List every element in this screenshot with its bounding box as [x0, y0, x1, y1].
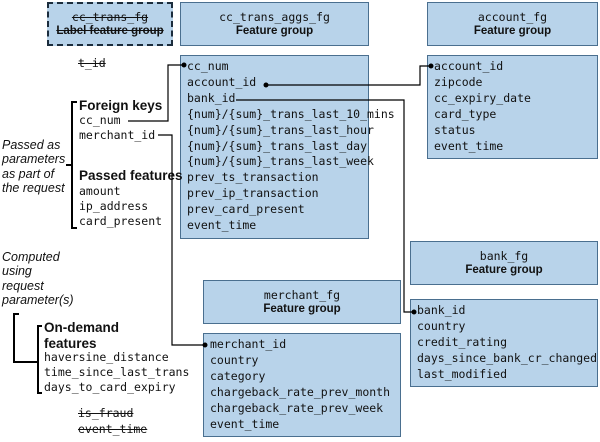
on-demand-heading-1: On-demand — [44, 320, 120, 335]
field: prev_ts_transaction — [187, 170, 319, 185]
passed-bracket — [71, 101, 77, 229]
cc-num-connector — [128, 64, 184, 122]
field: {num}/{sum}_trans_last_10_mins — [187, 106, 395, 121]
on-demand-time-since: time_since_last_trans — [44, 365, 190, 379]
field: event_time — [210, 416, 280, 431]
cc-trans-aggs-fg-fields: cc_num account_id bank_id {num}/{sum}_tr… — [180, 55, 395, 239]
cc-trans-aggs-fg-label: Feature group — [235, 25, 314, 37]
field: country — [210, 352, 259, 367]
account-fg-fields: account_id zipcode cc_expiry_date card_t… — [427, 55, 598, 159]
computed-line-4: parameter(s) — [2, 293, 74, 307]
on-demand-days-to-expiry: days_to_card_expiry — [44, 380, 176, 394]
label-fg-label: Label feature group — [56, 25, 164, 37]
field: account_id — [434, 59, 504, 73]
foreign-key-merchant-id: merchant_id — [79, 128, 156, 142]
passed-as-line-4: the request — [2, 181, 65, 195]
bank-id-dot-target — [411, 309, 417, 315]
computed-line-3: request — [2, 279, 44, 293]
field: chargeback_rate_prev_week — [210, 400, 384, 415]
field: card_type — [434, 106, 497, 121]
bank-fg-fields: bank_id country credit_rating days_since… — [410, 299, 598, 387]
bank-fg-name: bank_fg — [479, 249, 529, 263]
merchant-fg-name: merchant_fg — [263, 288, 341, 302]
merchant-fg-label: Feature group — [263, 303, 341, 315]
account-fg-header: account_fg Feature group — [427, 2, 598, 46]
field: chargeback_rate_prev_month — [210, 384, 391, 399]
field: cc_expiry_date — [434, 90, 531, 105]
field: cc_num — [187, 59, 229, 73]
on-demand-bracket — [37, 325, 42, 394]
merchant-fg-fields: merchant_id country category chargeback_… — [203, 333, 401, 437]
passed-as-line-3: as part of — [2, 167, 55, 181]
computed-line-1: Computed — [2, 250, 60, 264]
on-demand-heading-2: features — [44, 336, 97, 351]
merchant-id-connector — [158, 134, 205, 346]
field: prev_ip_transaction — [187, 186, 319, 201]
field: event_time — [187, 218, 257, 233]
field: country — [417, 318, 466, 333]
passed-feature-ip-address: ip_address — [79, 199, 149, 213]
field: status — [434, 122, 476, 137]
cc-trans-aggs-fg-name: cc_trans_aggs_fg — [219, 10, 330, 24]
passed-as-line-1: Passed as — [2, 138, 61, 152]
field: category — [210, 368, 266, 383]
field: bank_id — [187, 90, 236, 105]
account-fg-name: account_fg — [477, 10, 548, 24]
field: merchant_id — [210, 337, 287, 351]
label-feature-group-box: cc_trans_fg Label feature group — [47, 2, 173, 46]
field: zipcode — [434, 74, 483, 89]
computed-line-2: using — [2, 264, 32, 278]
account-id-connector — [266, 65, 431, 86]
field: bank_id — [417, 303, 466, 317]
foreign-keys-heading: Foreign keys — [79, 98, 163, 113]
is-fraud-label: is_fraud — [78, 406, 134, 420]
passed-features-heading: Passed features — [79, 168, 183, 183]
bank-fg-header: bank_fg Feature group — [410, 241, 598, 285]
account-id-dot — [263, 82, 269, 88]
account-id-dot-target — [428, 63, 434, 69]
field: {num}/{sum}_trans_last_week — [187, 154, 374, 169]
on-demand-haversine: haversine_distance — [44, 350, 169, 364]
field: last_modified — [417, 366, 508, 381]
field: {num}/{sum}_trans_last_hour — [187, 122, 374, 137]
account-fg-label: Feature group — [473, 25, 552, 37]
event-time-label: event_time — [78, 422, 148, 436]
computed-bracket — [13, 313, 19, 363]
field: account_id — [187, 74, 257, 89]
merchant-fg-header: merchant_fg Feature group — [203, 280, 401, 324]
field: {num}/{sum}_trans_last_day — [187, 138, 368, 153]
merchant-id-dot — [202, 342, 208, 348]
label-fg-name: cc_trans_fg — [71, 10, 149, 24]
passed-feature-amount: amount — [79, 184, 121, 198]
passed-as-line-2: parameters — [2, 152, 66, 166]
passed-feature-card-present: card_present — [79, 214, 163, 228]
bank-fg-label: Feature group — [465, 264, 543, 276]
field: days_since_bank_cr_changed — [417, 350, 598, 365]
field: credit_rating — [417, 334, 508, 349]
cc-num-dot — [181, 62, 187, 68]
cc-trans-aggs-fg-header: cc_trans_aggs_fg Feature group — [180, 2, 369, 46]
bank-id-connector — [236, 99, 414, 313]
foreign-key-cc-num: cc_num — [79, 113, 121, 127]
field: prev_card_present — [187, 202, 305, 217]
field: event_time — [434, 138, 504, 153]
t-id-label: t_id — [78, 56, 106, 70]
